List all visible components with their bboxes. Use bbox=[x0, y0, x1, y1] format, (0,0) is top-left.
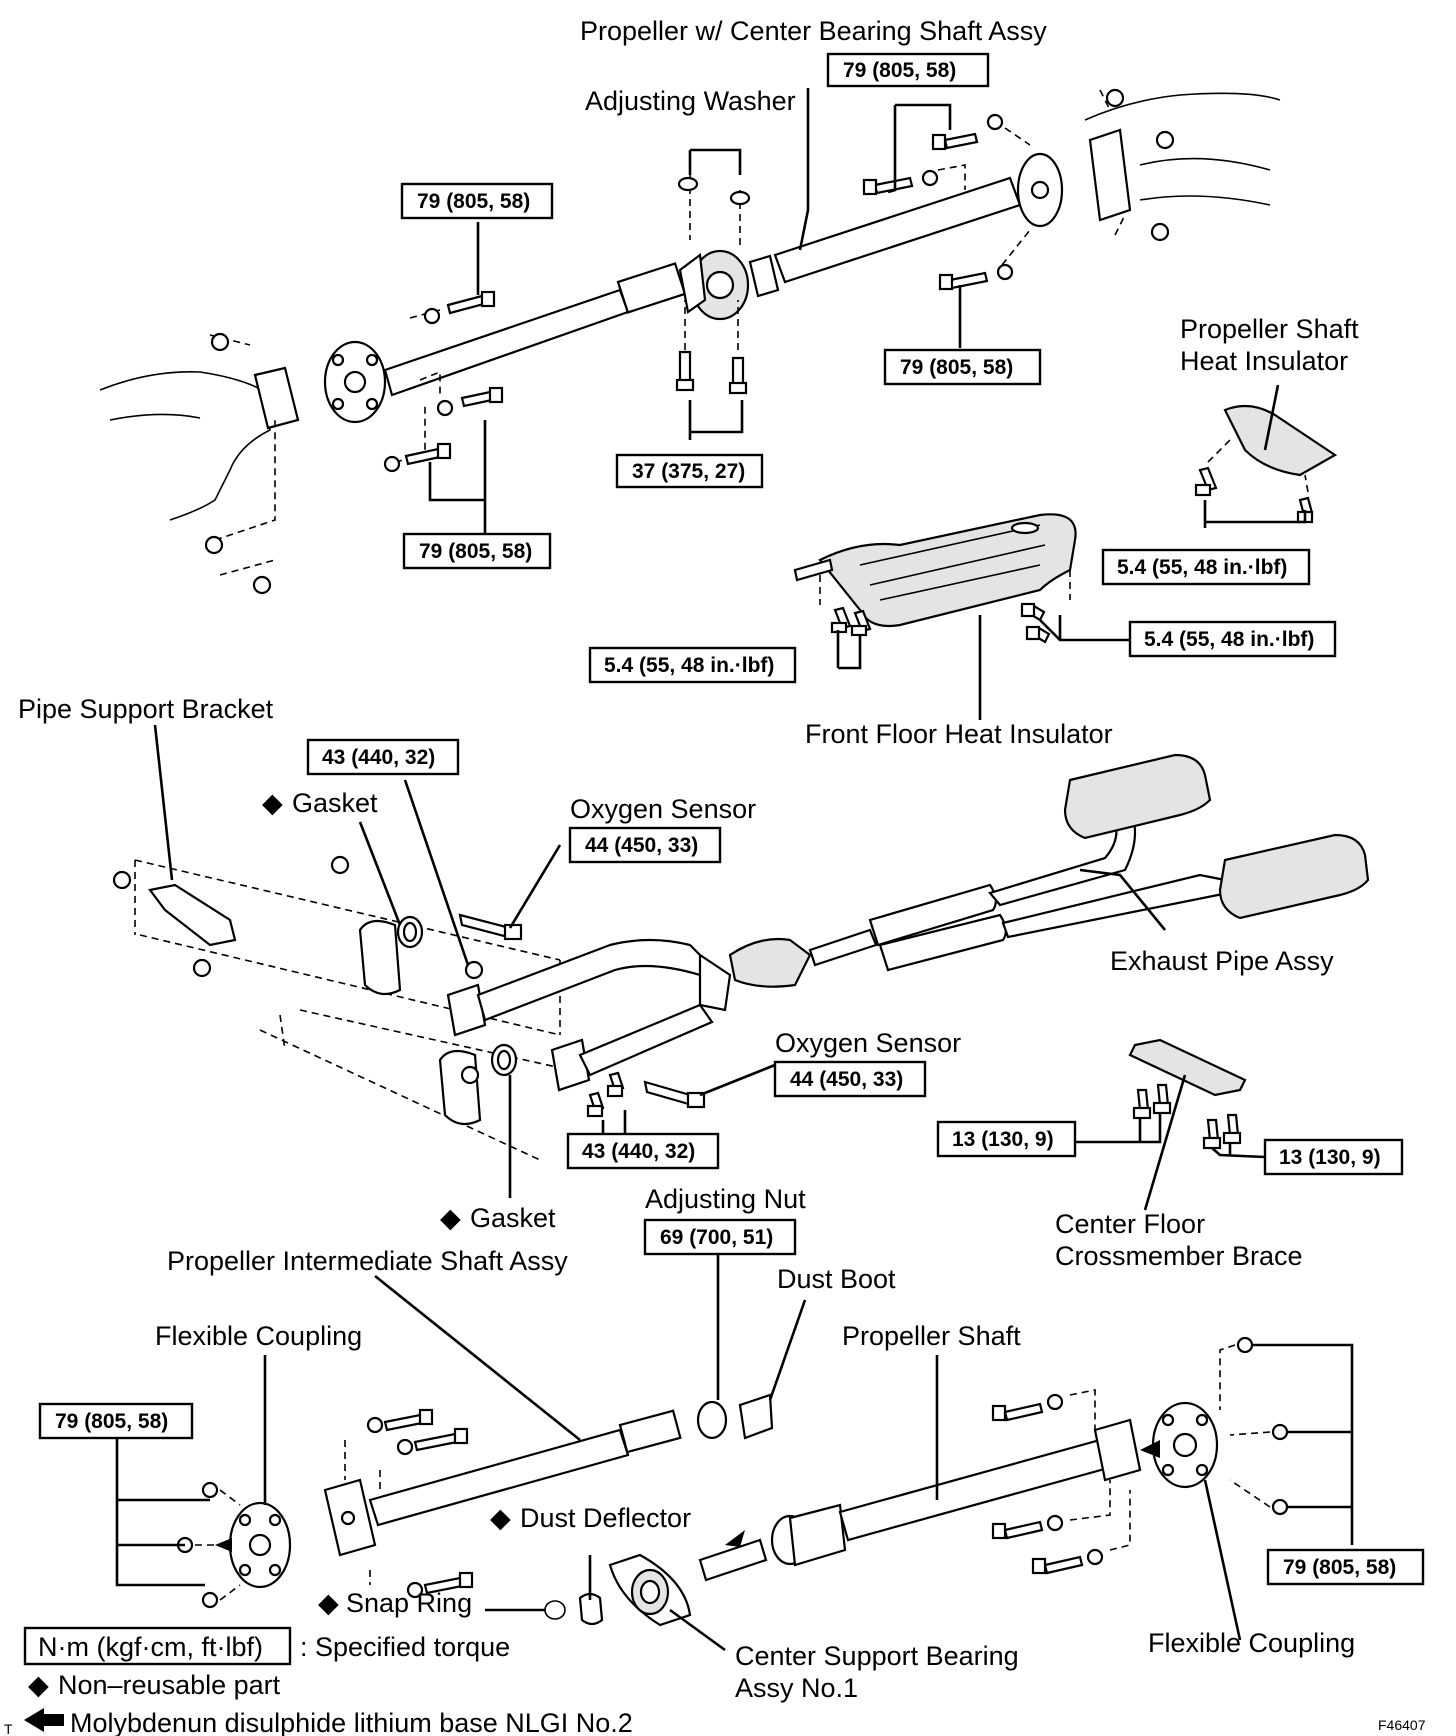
legend: N·m (kgf·cm, ft·lbf) : Specified torque … bbox=[4, 1626, 1426, 1736]
torque-box: 44 (450, 33) bbox=[568, 826, 722, 864]
svg-text:5.4 (55, 48 in.·lbf): 5.4 (55, 48 in.·lbf) bbox=[1144, 628, 1314, 651]
label-gasket-bottom: Gasket bbox=[470, 1203, 556, 1233]
svg-text:79 (805, 58): 79 (805, 58) bbox=[419, 540, 532, 563]
label-propeller-shaft: Propeller Shaft bbox=[842, 1321, 1021, 1351]
legend-unit-desc: : Specified torque bbox=[300, 1632, 510, 1662]
diamond-icon: ◆ bbox=[318, 1588, 339, 1618]
torque-box: 44 (450, 33) bbox=[773, 1060, 927, 1098]
exhaust-pipe-drawing bbox=[112, 753, 1370, 1161]
diamond-icon: ◆ bbox=[490, 1503, 511, 1533]
torque-box: 37 (375, 27) bbox=[615, 453, 764, 489]
label-center-floor-brace-2: Crossmember Brace bbox=[1055, 1241, 1303, 1271]
corner-mark: T bbox=[4, 1721, 13, 1736]
label-adjusting-nut: Adjusting Nut bbox=[645, 1184, 806, 1214]
torque-box: 43 (440, 32) bbox=[306, 738, 460, 776]
svg-text:79 (805, 58): 79 (805, 58) bbox=[55, 1410, 168, 1433]
grease-arrow-icon bbox=[24, 1708, 64, 1732]
torque-box: 5.4 (55, 48 in.·lbf) bbox=[1128, 620, 1337, 658]
torque-box: 13 (130, 9) bbox=[1263, 1138, 1404, 1176]
svg-text:5.4 (55, 48 in.·lbf): 5.4 (55, 48 in.·lbf) bbox=[604, 654, 774, 677]
label-oxygen-sensor-bottom: Oxygen Sensor bbox=[775, 1028, 961, 1058]
label-oxygen-sensor-top: Oxygen Sensor bbox=[570, 794, 756, 824]
legend-unit-text: N·m (kgf·cm, ft·lbf) bbox=[38, 1632, 263, 1662]
legend-non-reusable: Non–reusable part bbox=[58, 1670, 281, 1700]
label-flexible-coupling-right: Flexible Coupling bbox=[1148, 1628, 1355, 1658]
torque-boxes: 79 (805, 58) 79 (805, 58) 79 (805, 58) 3… bbox=[38, 52, 1425, 1586]
label-center-floor-brace-1: Center Floor bbox=[1055, 1209, 1205, 1239]
legend-grease: Molybdenun disulphide lithium base NLGI … bbox=[70, 1708, 633, 1736]
svg-text:5.4 (55, 48 in.·lbf): 5.4 (55, 48 in.·lbf) bbox=[1117, 556, 1287, 579]
svg-text:13 (130, 9): 13 (130, 9) bbox=[952, 1128, 1054, 1151]
label-propeller-shaft-heat-insulator-2: Heat Insulator bbox=[1180, 346, 1348, 376]
torque-box: 69 (700, 51) bbox=[643, 1218, 797, 1256]
label-front-floor-heat-insulator: Front Floor Heat Insulator bbox=[805, 719, 1113, 749]
torque-box: 79 (805, 58) bbox=[400, 182, 554, 220]
leader-lines bbox=[115, 88, 1354, 1652]
torque-box: 43 (440, 32) bbox=[566, 1132, 720, 1170]
label-gasket-top: Gasket bbox=[292, 788, 378, 818]
label-center-support-bearing-2: Assy No.1 bbox=[735, 1673, 858, 1703]
svg-text:79 (805, 58): 79 (805, 58) bbox=[1283, 1556, 1396, 1579]
propeller-shaft-heat-insulator-drawing bbox=[1194, 404, 1338, 524]
front-floor-heat-insulator-drawing bbox=[793, 513, 1077, 644]
diamond-icon: ◆ bbox=[262, 788, 283, 818]
svg-text:37 (375, 27): 37 (375, 27) bbox=[632, 460, 745, 483]
svg-text:79 (805, 58): 79 (805, 58) bbox=[417, 190, 530, 213]
part-labels: Propeller w/ Center Bearing Shaft Assy A… bbox=[18, 16, 1359, 1703]
label-propeller-shaft-heat-insulator-1: Propeller Shaft bbox=[1180, 314, 1359, 344]
center-floor-crossmember-brace-drawing bbox=[1128, 1038, 1247, 1150]
svg-text:13 (130, 9): 13 (130, 9) bbox=[1279, 1146, 1381, 1169]
propeller-center-bearing-shaft-drawing bbox=[99, 88, 1281, 595]
torque-box: 5.4 (55, 48 in.·lbf) bbox=[1101, 548, 1311, 586]
torque-box: 79 (805, 58) bbox=[402, 532, 552, 570]
svg-text:43 (440, 32): 43 (440, 32) bbox=[582, 1140, 695, 1163]
label-center-support-bearing-1: Center Support Bearing bbox=[735, 1641, 1019, 1671]
diamond-icon: ◆ bbox=[28, 1670, 49, 1700]
label-snap-ring: Snap Ring bbox=[346, 1588, 472, 1618]
label-propeller-center-bearing-shaft: Propeller w/ Center Bearing Shaft Assy bbox=[580, 16, 1047, 46]
torque-box: 79 (805, 58) bbox=[826, 52, 990, 88]
svg-text:69 (700, 51): 69 (700, 51) bbox=[660, 1226, 773, 1249]
svg-text:79 (805, 58): 79 (805, 58) bbox=[900, 356, 1013, 379]
label-pipe-support-bracket: Pipe Support Bracket bbox=[18, 694, 274, 724]
label-dust-boot: Dust Boot bbox=[777, 1264, 896, 1294]
svg-text:43 (440, 32): 43 (440, 32) bbox=[322, 746, 435, 769]
torque-box: 13 (130, 9) bbox=[936, 1120, 1077, 1158]
propeller-shaft-drawing bbox=[698, 1336, 1289, 1582]
label-adjusting-washer: Adjusting Washer bbox=[585, 86, 796, 116]
propeller-intermediate-shaft-drawing bbox=[176, 1393, 774, 1627]
torque-box: 79 (805, 58) bbox=[883, 348, 1042, 386]
torque-box: 79 (805, 58) bbox=[1266, 1548, 1425, 1586]
svg-text:79 (805, 58): 79 (805, 58) bbox=[843, 59, 956, 82]
diamond-icon: ◆ bbox=[440, 1203, 461, 1233]
torque-box: 5.4 (55, 48 in.·lbf) bbox=[588, 646, 797, 684]
svg-text:44 (450, 33): 44 (450, 33) bbox=[790, 1068, 903, 1091]
label-exhaust-pipe-assy: Exhaust Pipe Assy bbox=[1110, 946, 1334, 976]
figure-id: F46407 bbox=[1378, 1717, 1426, 1733]
svg-text:44 (450, 33): 44 (450, 33) bbox=[585, 834, 698, 857]
top-fasteners bbox=[204, 88, 1175, 595]
label-flexible-coupling-left: Flexible Coupling bbox=[155, 1321, 362, 1351]
torque-box: 79 (805, 58) bbox=[38, 1402, 194, 1440]
label-propeller-intermediate-shaft: Propeller Intermediate Shaft Assy bbox=[167, 1246, 568, 1276]
legend-unit-box bbox=[23, 1626, 292, 1666]
label-dust-deflector: Dust Deflector bbox=[520, 1503, 691, 1533]
